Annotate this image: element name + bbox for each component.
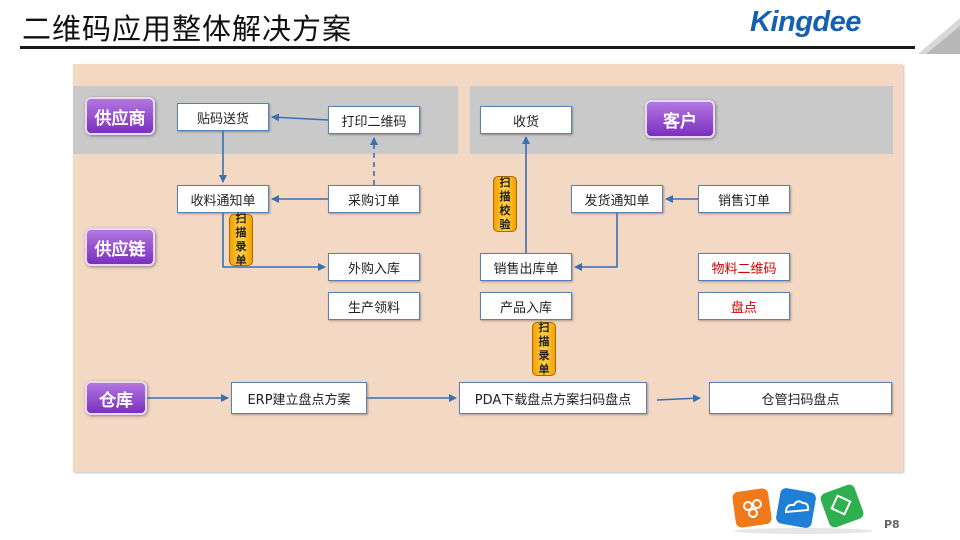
- production-issue-box: 生产领料: [328, 292, 420, 320]
- keeper-scan-box: 仓管扫码盘点: [709, 382, 892, 414]
- scan-record-tag-2-char: 单: [538, 363, 550, 376]
- sales-outbound-box: 销售出库单: [480, 253, 572, 281]
- page-number: P8: [884, 518, 900, 531]
- orange-cube: [732, 488, 772, 528]
- scan-verify-tag-char: 描: [499, 190, 511, 203]
- purchase-inbound-box: 外购入库: [328, 253, 420, 281]
- sales-order-box: 销售订单: [698, 185, 790, 213]
- title-divider: [20, 46, 915, 49]
- scan-record-tag-2-char: 扫: [538, 321, 550, 334]
- receive-box: 收货: [480, 106, 572, 134]
- scan-record-tag-1-char: 单: [235, 254, 247, 267]
- scan-record-tag-1: 扫 描 录 单: [229, 212, 253, 267]
- lane-supplier: 供应商: [85, 97, 155, 135]
- arrow-print-to-label: [271, 113, 329, 122]
- stocktake-box: 盘点: [698, 292, 790, 320]
- delivery-notice-box: 发货通知单: [571, 185, 663, 213]
- kingdee-logo: Kingdee: [750, 6, 861, 38]
- scan-record-tag-1-char: 录: [235, 240, 247, 253]
- label-delivery-box: 贴码送货: [177, 103, 269, 131]
- scan-record-tag-2-char: 描: [538, 335, 550, 348]
- scan-record-tag-2-char: 录: [538, 349, 550, 362]
- scan-verify-tag-char: 校: [499, 204, 511, 217]
- product-inbound-box: 产品入库: [480, 292, 572, 320]
- lane-warehouse: 仓库: [85, 381, 147, 415]
- arrow-receipt-to-inbound: [222, 213, 326, 271]
- receipt-notice-box: 收料通知单: [177, 185, 269, 213]
- blue-cube: [776, 488, 816, 528]
- lane-customer: 客户: [645, 100, 715, 138]
- material-qr-box: 物料二维码: [698, 253, 790, 281]
- slide-title: 二维码应用整体解决方案: [22, 12, 353, 46]
- scan-verify-tag-char: 扫: [499, 176, 511, 189]
- scan-verify-tag: 扫 描 校 验: [493, 176, 517, 232]
- pda-scan-box: PDA下载盘点方案扫码盘点: [459, 382, 647, 414]
- scan-record-tag-1-char: 扫: [235, 212, 247, 225]
- arrow-pda-to-keeper: [656, 394, 701, 403]
- print-qr-box: 打印二维码: [328, 106, 420, 134]
- scan-record-tag-1-char: 描: [235, 226, 247, 239]
- scan-record-tag-2: 扫 描 录 单: [532, 321, 556, 376]
- purchase-order-box: 采购订单: [328, 185, 420, 213]
- lane-supply-chain: 供应链: [85, 228, 155, 266]
- erp-plan-box: ERP建立盘点方案: [231, 382, 367, 414]
- scan-verify-tag-char: 验: [499, 218, 511, 231]
- page-curl-decoration: [918, 18, 960, 54]
- green-cube: [820, 484, 864, 528]
- arrow-notice-to-outbound: [574, 213, 618, 271]
- decorative-cubes: [732, 484, 873, 534]
